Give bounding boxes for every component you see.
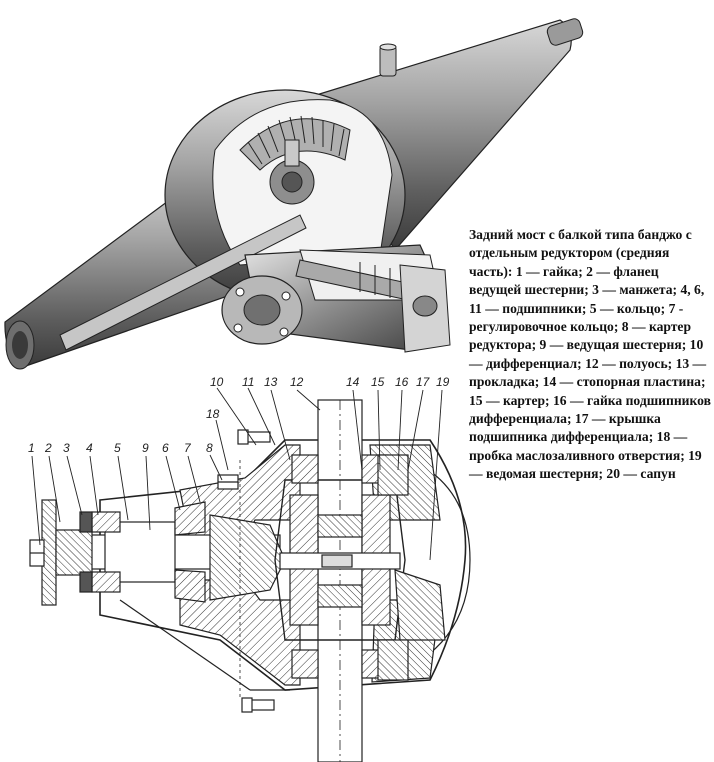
callout-12: 12 (290, 375, 304, 389)
callout-15: 15 (371, 375, 385, 389)
drive-pinion-section (209, 514, 286, 601)
differential-bearing-lower (291, 649, 319, 679)
callout-9: 9 (142, 441, 149, 455)
callout-1: 1 (28, 441, 35, 455)
callout-2: 2 (44, 441, 52, 455)
differential-bearing-upper (291, 454, 319, 484)
callout-8: 8 (206, 441, 213, 455)
half-shaft-3d (59, 214, 307, 351)
callout-11: 11 (242, 375, 254, 389)
axle-cross-section (29, 399, 471, 762)
callout-13: 13 (264, 375, 278, 389)
bearing-6 (174, 501, 206, 536)
callout-7: 7 (184, 441, 192, 455)
callout-16: 16 (395, 375, 409, 389)
right-shaft-end (546, 18, 584, 46)
callout-10: 10 (210, 375, 224, 389)
crankcase-outline (99, 439, 467, 691)
callout-3: 3 (63, 441, 70, 455)
ring-gear-section (394, 569, 446, 641)
callout-14: 14 (346, 375, 360, 389)
callout-17: 17 (416, 375, 431, 389)
bearing-4 (91, 511, 121, 533)
callout-leaders (31, 387, 443, 561)
side-gear-upper (317, 514, 363, 538)
callout-5: 5 (114, 441, 121, 455)
callout-6: 6 (162, 441, 169, 455)
callout-4: 4 (86, 441, 93, 455)
axle-3d-cutaway (4, 18, 584, 370)
bearing-cap-lower (377, 639, 409, 681)
figure-caption: Задний мост с балкой типа банджо с отдел… (469, 227, 711, 482)
side-gear-lower (317, 584, 363, 608)
callout-18: 18 (206, 407, 220, 421)
callout-19: 19 (436, 375, 450, 389)
bolt-upper (245, 431, 271, 443)
callout-labels: 1 2 3 4 5 9 6 7 8 18 10 11 13 12 14 15 1… (28, 375, 450, 455)
bearing-cap-upper (377, 454, 409, 496)
bolt-lower (249, 699, 275, 711)
seal-section (79, 511, 93, 533)
